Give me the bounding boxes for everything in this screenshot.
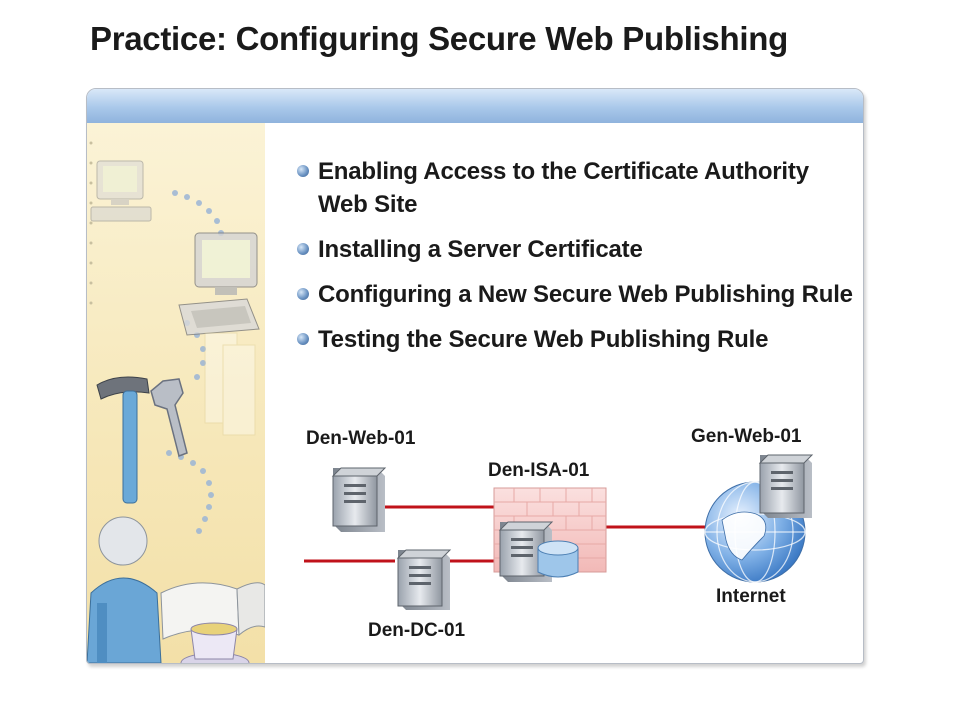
dotted-border-decoration [89,141,93,305]
bullet-icon [297,333,309,345]
bullet-item: Enabling Access to the Certificate Autho… [297,155,857,221]
label-den-dc-01: Den-DC-01 [368,620,466,641]
label-den-isa-01: Den-ISA-01 [488,460,590,481]
computer-icon [178,232,260,336]
bullet-text: Configuring a New Secure Web Publishing … [318,281,853,308]
label-den-web-01: Den-Web-01 [306,428,416,449]
bullet-icon [297,288,309,300]
slide-title: Practice: Configuring Secure Web Publish… [90,20,788,57]
hammer-icon [96,376,150,504]
side-illustration-art [87,141,266,663]
content-panel: Enabling Access to the Certificate Autho… [86,88,864,664]
panel-header-bar [87,89,863,123]
bullet-item: Configuring a New Secure Web Publishing … [297,278,857,311]
label-internet: Internet [716,586,786,607]
bullet-icon [297,165,309,177]
bullet-text: Enabling Access to the Certificate Autho… [318,158,809,218]
bullet-item: Testing the Secure Web Publishing Rule [297,323,857,356]
bullet-item: Installing a Server Certificate [297,233,857,266]
wrench-icon [150,378,188,457]
bullet-icon [297,243,309,255]
bullet-text: Installing a Server Certificate [318,236,643,263]
side-illustration [87,123,266,663]
bullet-text: Testing the Secure Web Publishing Rule [318,326,769,353]
dotted-path-decoration [166,190,224,534]
panel-decoration [204,332,256,436]
coffee-cup-icon [180,622,250,663]
bullet-list: Enabling Access to the Certificate Autho… [297,155,857,368]
person-icon [87,516,162,663]
label-gen-web-01: Gen-Web-01 [691,426,802,447]
computer-icon [90,160,152,222]
